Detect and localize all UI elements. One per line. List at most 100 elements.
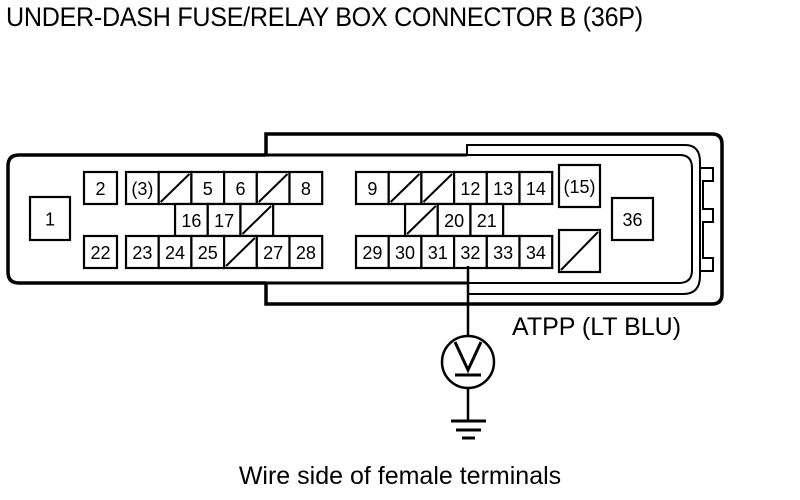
cavity-label: (3) [131,179,153,199]
cavity-25: 25 [190,234,226,270]
cavity-label: 22 [90,243,110,263]
cavity-label: 14 [526,179,546,199]
cavity-label: (15) [563,177,595,197]
cavity-box [354,170,390,206]
cavity-box [124,170,160,206]
wire-label: ATPP (LT BLU) [512,313,682,341]
cavity-17: 17 [206,202,242,238]
cavity-box [288,170,324,206]
front-shell-outline [6,153,266,285]
connector-housing [6,132,724,306]
cavity-28: 28 [288,234,324,270]
cavity-5: 5 [190,170,226,206]
cavity-box [453,170,488,206]
cavity-box [436,202,472,238]
cavity-12: 12 [453,170,488,206]
ground-icon [451,419,486,440]
cavity-29: 29 [354,234,390,270]
cavity-label: 31 [428,243,448,263]
cavity-box [518,234,554,270]
cavity-33: 33 [485,234,521,270]
cavity-24: 24 [157,234,193,270]
cavity-box [469,202,505,238]
cavity-box [124,234,160,270]
cavity-label: 32 [460,243,480,263]
cavity-22: 22 [82,234,119,270]
cavity-label: 6 [235,179,245,199]
cavity-23: 23 [124,234,160,270]
empty-cavity-slash-icon [160,173,191,203]
cavity-34: 34 [518,234,554,270]
cavity-box [518,170,554,206]
cavity-label: 24 [165,243,185,263]
cavity-18 [239,202,275,238]
cavity-35 [557,228,602,274]
cavity-20: 20 [436,202,472,238]
cavity-30: 30 [387,234,423,270]
voltmeter-icon [440,334,496,390]
cavity-label: 9 [367,179,377,199]
cavity-label: 21 [477,211,497,231]
cavity-label: 25 [198,243,218,263]
cavity-16: 16 [173,202,209,238]
cavity-label: 29 [362,243,382,263]
diagram-caption: Wire side of female terminals [238,462,562,490]
cavity-13: 13 [485,170,521,206]
cavity-label: 27 [263,243,283,263]
cavity-27: 27 [255,234,291,270]
cavity-7 [255,170,291,206]
cavity-label: 36 [622,210,642,230]
cavity-label: 5 [203,179,213,199]
cavity-box [288,234,324,270]
cavity-box [610,196,655,242]
cavity-box [82,170,119,206]
cavity-label: 12 [460,179,480,199]
cavity-14: 14 [518,170,554,206]
cavity-label: 34 [526,243,546,263]
empty-cavity-slash-icon [258,173,289,203]
cavity-9: 9 [354,170,390,206]
cavity-15: (15) [557,163,602,209]
cavity-label: 1 [45,210,55,230]
cavity-10 [387,170,423,206]
cavity-21: 21 [469,202,505,238]
cavity-label: 17 [214,211,234,231]
cavity-36: 36 [610,196,655,242]
cavity-box [28,195,72,242]
cavity-label: 23 [132,243,152,263]
empty-cavity-slash-icon [241,205,272,235]
cavity-8: 8 [288,170,324,206]
cavity-box [485,234,521,270]
cavity-label: 30 [395,243,415,263]
cavity-label: 8 [301,179,311,199]
cavity-label: 13 [493,179,513,199]
cavity-box [557,163,602,209]
rear-housing-outline [264,132,724,306]
cavity-4 [157,170,193,206]
cavity-label: 28 [296,243,316,263]
cavity-label: 33 [493,243,513,263]
cavity-6: 6 [223,170,258,206]
cavity-19 [403,202,439,238]
cavity-3: (3) [124,170,160,206]
empty-cavity-slash-icon [422,173,453,203]
inner-guide-inner [467,154,693,284]
empty-cavity-slash-icon [406,205,437,235]
latch-notches [700,167,714,272]
cavity-box [255,234,291,270]
diagram-title: UNDER-DASH FUSE/RELAY BOX CONNECTOR B (3… [6,2,643,32]
inner-guide-outer [466,144,701,295]
empty-cavity-slash-icon [560,231,599,271]
cavity-11 [420,170,456,206]
cavity-32: 32 [453,234,488,270]
cavity-2: 2 [82,170,119,206]
cavity-26 [223,234,258,270]
cavity-31: 31 [420,234,456,270]
cavity-1: 1 [28,195,72,242]
cavity-label: 20 [444,211,464,231]
wire-circuit [440,266,496,440]
cavity-label: 16 [181,211,201,231]
empty-cavity-slash-icon [390,173,421,203]
